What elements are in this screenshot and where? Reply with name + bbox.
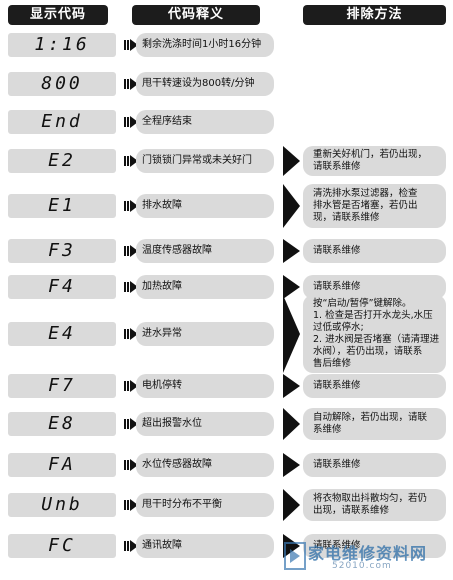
fix-method: 清洗排水泵过滤器，检查 排水管是否堵塞，若仍出 现，请联系维修 [303, 184, 446, 228]
fix-method: 将衣物取出抖散均匀，若仍 出现，请联系维修 [303, 489, 446, 521]
arrow-right-icon [124, 39, 138, 51]
code-meaning: 全程序结束 [136, 110, 274, 134]
fix-method: 请联系维修 [303, 534, 446, 558]
arrow-right-icon [124, 328, 138, 340]
triangle-pointer-icon [283, 453, 300, 477]
code-meaning: 电机停转 [136, 374, 274, 398]
arrow-right-icon [124, 116, 138, 128]
error-code: End [8, 110, 116, 134]
fix-method: 请联系维修 [303, 453, 446, 477]
error-code: F4 [8, 275, 116, 299]
fix-method: 重新关好机门，若仍出现， 请联系维修 [303, 146, 446, 176]
triangle-pointer-icon [283, 184, 300, 228]
error-code: 1:16 [8, 33, 116, 57]
triangle-pointer-icon [283, 146, 300, 176]
fix-method: 自动解除，若仍出现，请联 系维修 [303, 408, 446, 440]
error-code: F3 [8, 239, 116, 263]
code-meaning: 排水故障 [136, 194, 274, 218]
arrow-right-icon [124, 200, 138, 212]
arrow-right-icon [124, 245, 138, 257]
error-code: F7 [8, 374, 116, 398]
arrow-right-icon [124, 281, 138, 293]
arrow-right-icon [124, 155, 138, 167]
error-code: E4 [8, 322, 116, 346]
fix-method: 请联系维修 [303, 374, 446, 398]
arrow-right-icon [124, 78, 138, 90]
triangle-pointer-icon [283, 275, 300, 299]
header-code-meaning: 代码释义 [132, 5, 260, 25]
triangle-pointer-icon [283, 295, 300, 373]
error-code: E8 [8, 412, 116, 436]
arrow-right-icon [124, 499, 138, 511]
code-meaning: 加热故障 [136, 275, 274, 299]
header-display-code: 显示代码 [8, 5, 108, 25]
error-code: 800 [8, 72, 116, 96]
code-meaning: 超出报警水位 [136, 412, 274, 436]
watermark-url: 52010.com [332, 561, 392, 571]
code-meaning: 甩干转速设为800转/分钟 [136, 72, 274, 96]
fix-method: 请联系维修 [303, 239, 446, 263]
triangle-pointer-icon [283, 239, 300, 263]
code-meaning: 甩干时分布不平衡 [136, 493, 274, 517]
fix-method: 按“启动/暂停”键解除。 1. 检查是否打开水龙头,水压 过低或停水; 2. 进… [303, 295, 446, 373]
error-code: FA [8, 453, 116, 477]
code-meaning: 通讯故障 [136, 534, 274, 558]
arrow-right-icon [124, 540, 138, 552]
arrow-right-icon [124, 380, 138, 392]
triangle-pointer-icon [283, 408, 300, 440]
error-code: Unb [8, 493, 116, 517]
header-fix-method: 排除方法 [303, 5, 446, 25]
triangle-pointer-icon [283, 534, 300, 558]
arrow-right-icon [124, 418, 138, 430]
code-meaning: 剩余洗涤时间1小时16分钟 [136, 33, 274, 57]
triangle-pointer-icon [283, 489, 300, 521]
arrow-right-icon [124, 459, 138, 471]
code-meaning: 进水异常 [136, 322, 274, 346]
code-meaning: 水位传感器故障 [136, 453, 274, 477]
code-meaning: 门锁锁门异常或未关好门 [136, 149, 274, 173]
error-code: E2 [8, 149, 116, 173]
error-code: E1 [8, 194, 116, 218]
code-meaning: 温度传感器故障 [136, 239, 274, 263]
error-code: FC [8, 534, 116, 558]
triangle-pointer-icon [283, 374, 300, 398]
